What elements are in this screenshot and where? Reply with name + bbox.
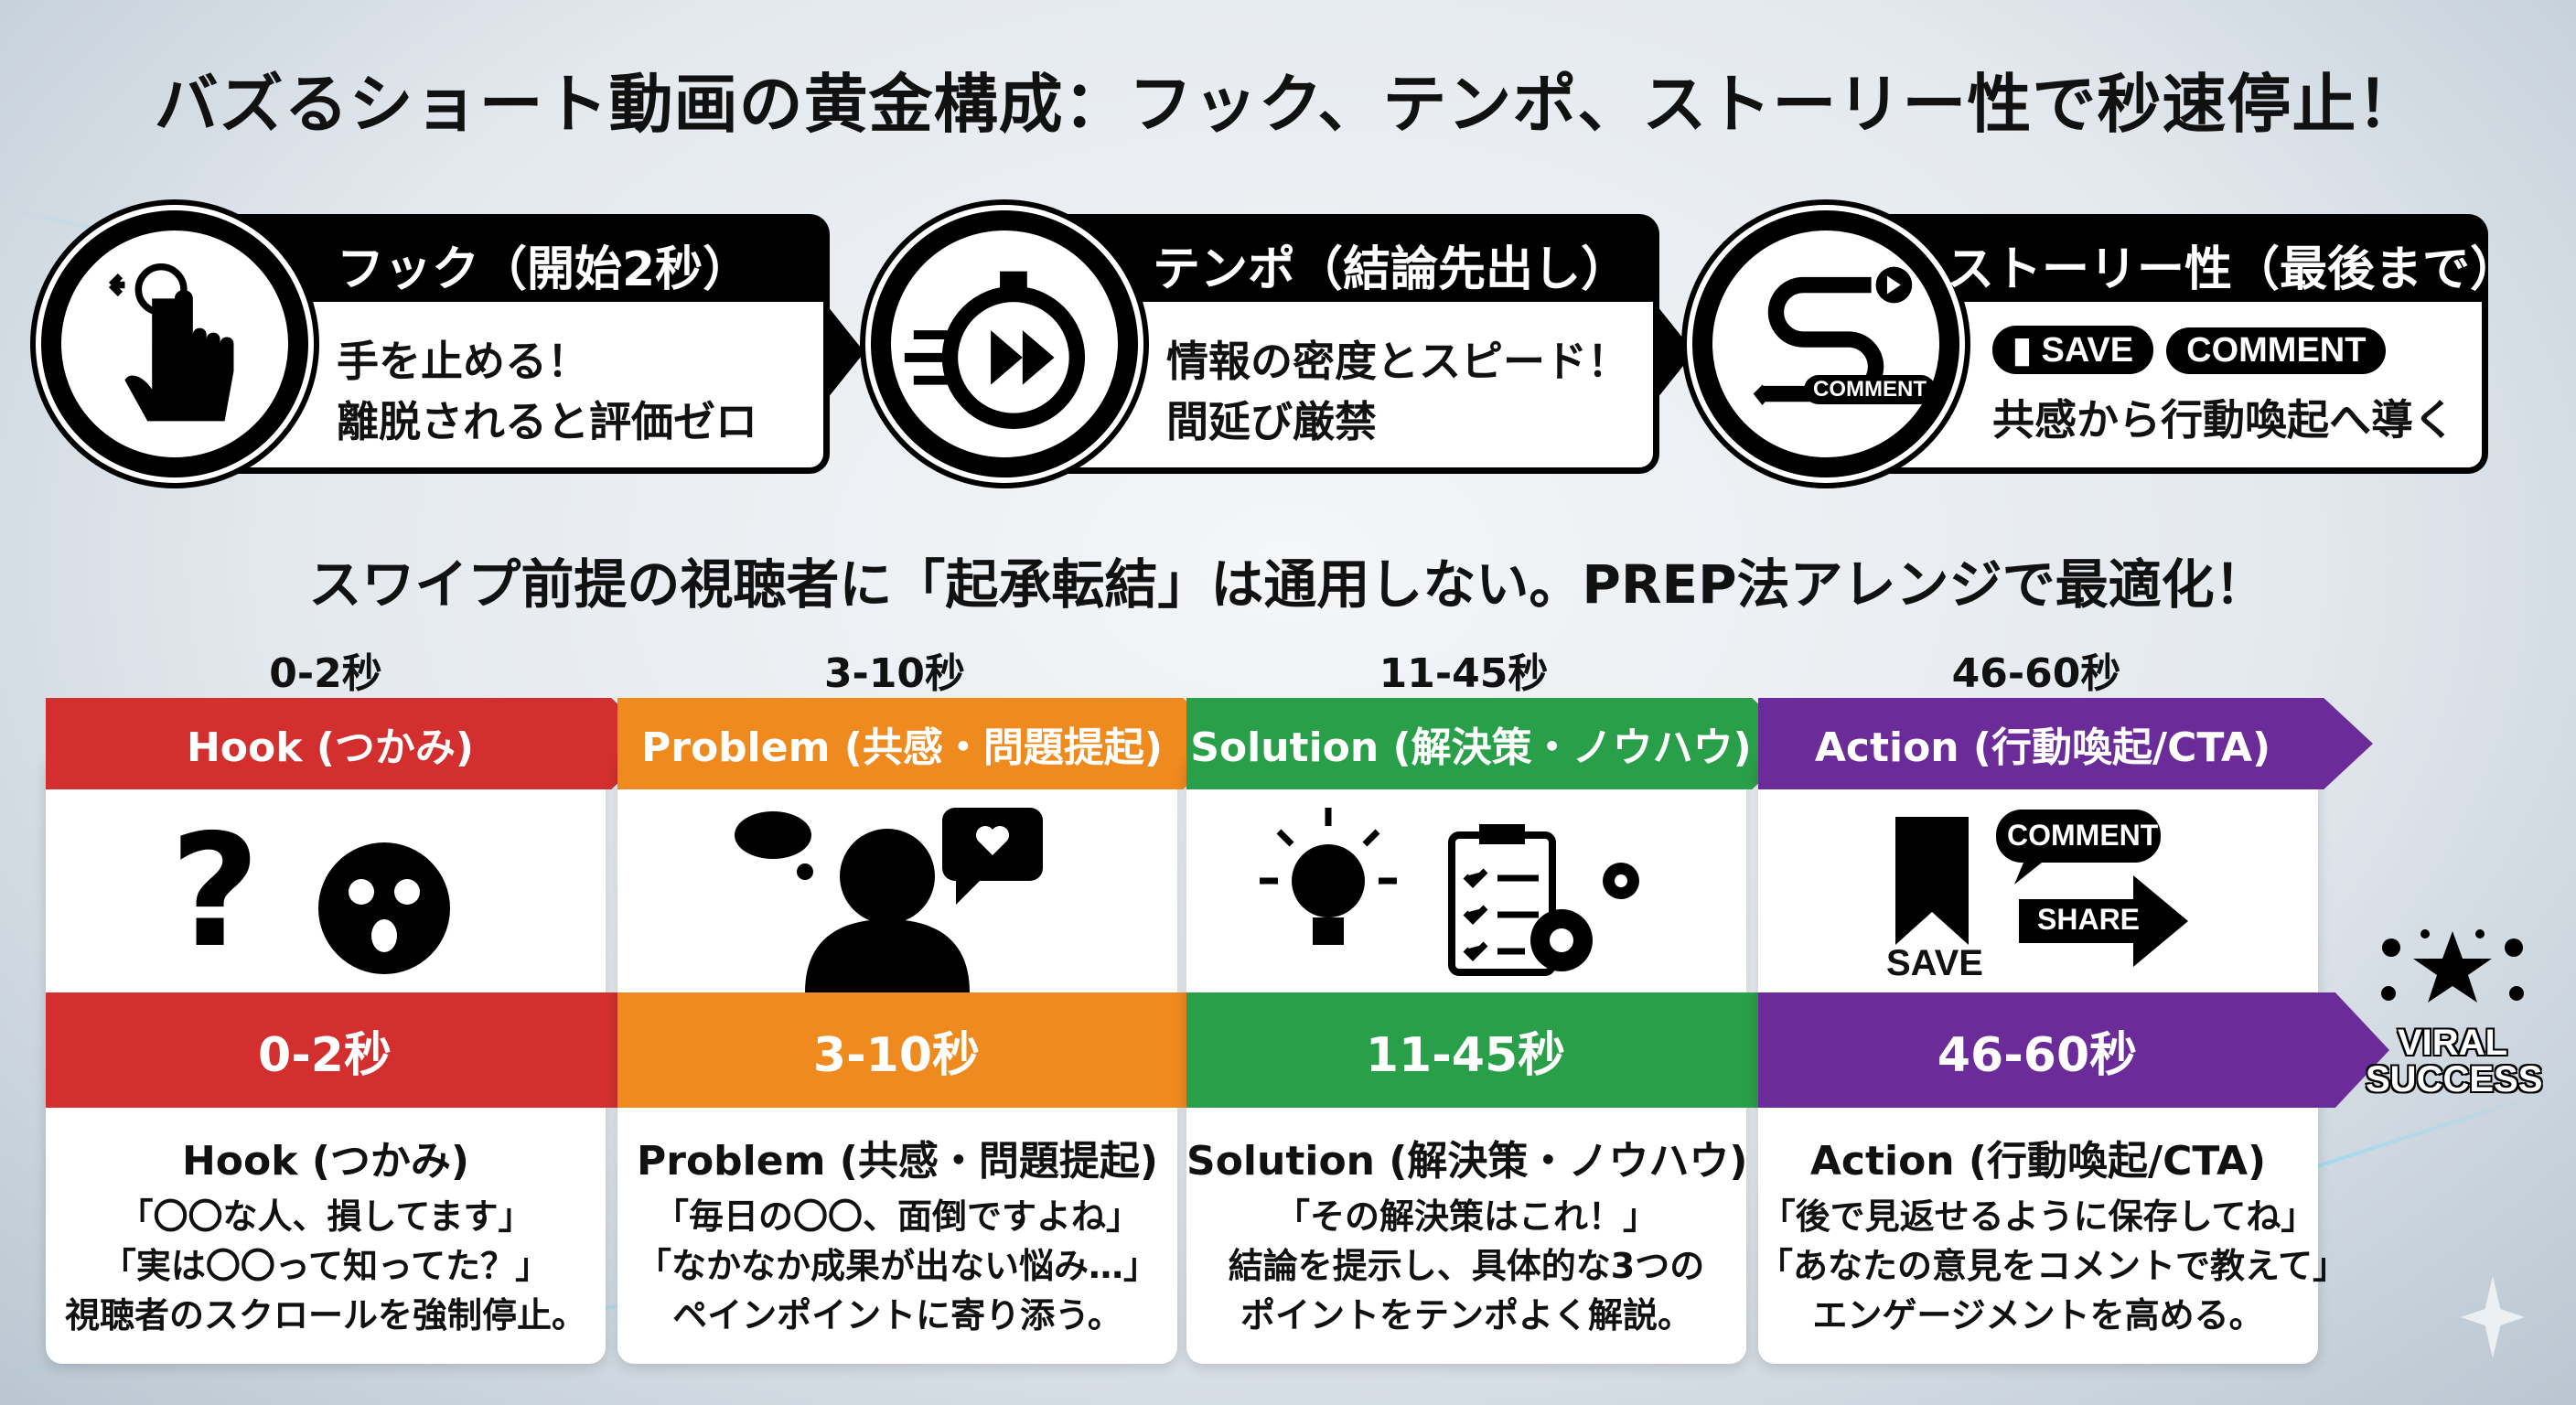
viral-success-text: VIRAL SUCCESS [2365, 1023, 2544, 1099]
step-header: Solution (解決策・ノウハウ) [1186, 698, 1801, 789]
badge-line: VIRAL [2397, 1023, 2509, 1063]
card-line: 離脱されると評価ゼロ [337, 397, 757, 446]
desc-line: 「その解決策はこれ！」 [1274, 1196, 1658, 1237]
card-line: 共感から行動喚起へ導く [1992, 395, 2455, 445]
card-line: 手を止める！ [337, 337, 589, 386]
time-label: 11-45秒 [1379, 650, 1549, 697]
card-line: 間延び厳禁 [1166, 397, 1377, 446]
viral-success-badge: VIRAL SUCCESS [2365, 920, 2544, 1103]
question-surprised-face-icon: ? [46, 789, 606, 992]
stopwatch-fast-forward-icon [871, 210, 1138, 477]
step-time-arrow: 0-2秒 [46, 992, 677, 1108]
step-header: Hook (つかみ) [46, 698, 660, 789]
card-heading: テンポ（結論先出し） [1153, 242, 1629, 297]
desc-line: 「〇〇な人、損してます」 [118, 1196, 533, 1237]
story-path-icon: COMMENT [1692, 210, 1959, 477]
step-name: Hook (つかみ) [181, 1138, 470, 1185]
step-time-arrow: 46-60秒 [1758, 992, 2389, 1108]
save-label: SAVE [2041, 331, 2134, 370]
desc-line: ペインポイントに寄り添う。 [672, 1295, 1122, 1335]
desc-line: 「後で見返せるように保存してね」 [1760, 1196, 2316, 1237]
card-line: 情報の密度とスピード！ [1166, 337, 1629, 386]
svg-text:?: ? [170, 801, 261, 982]
step-header: Action (行動喚起/CTA) [1758, 698, 2373, 789]
time-label: 0-2秒 [269, 650, 382, 697]
step-time-arrow: 3-10秒 [617, 992, 1249, 1108]
worried-person-heart-icon [617, 789, 1177, 992]
step-action: Action (行動喚起/CTA) SAVE COMMENT SHARE 46-… [1758, 698, 2389, 1364]
hook-card: フック（開始2秒） 手を止める！ 離脱されると評価ゼロ [41, 210, 864, 477]
share-label: SHARE [2037, 903, 2141, 936]
step-hook: Hook (つかみ) ? 0-2秒 Hook (つかみ) 「〇〇な人、損してます… [46, 698, 677, 1364]
comment-label: COMMENT [2007, 819, 2159, 852]
save-comment-share-icon: SAVE COMMENT SHARE [1758, 789, 2318, 992]
desc-line: 「なかなか成果が出ない悩み…」 [636, 1246, 1158, 1286]
desc-line: 「毎日の〇〇、面倒ですよね」 [653, 1196, 1141, 1237]
card-text: 情報の密度とスピード！ 間延び厳禁 [1166, 331, 1629, 452]
stars-icon [2381, 929, 2524, 1003]
arrow-tip [1654, 302, 1694, 402]
lightbulb-clipboard-gear-icon [1186, 789, 1746, 992]
card-heading: フック（開始2秒） [337, 242, 751, 297]
step-description: 「後で見返せるように保存してね」「あなたの意見をコメントで教えて」エンゲージメン… [1758, 1192, 2348, 1340]
desc-line: 結論を提示し、具体的な3つの [1228, 1246, 1705, 1286]
page-title: バズるショート動画の黄金構成：フック、テンポ、ストーリー性で秒速停止！ [154, 67, 2422, 142]
arrow-tip [824, 302, 864, 402]
step-description: 「〇〇な人、損してます」「実は〇〇って知ってた？」視聴者のスクロールを強制停止。 [46, 1192, 606, 1340]
step-description: 「毎日の〇〇、面倒ですよね」「なかなか成果が出ない悩み…」ペインポイントに寄り添… [617, 1192, 1177, 1340]
save-pill: ▮ SAVE [1992, 326, 2154, 374]
step-solution: Solution (解決策・ノウハウ) 11-45秒 Solution (解決策… [1186, 698, 1818, 1364]
subtitle: スワイプ前提の視聴者に「起承転結」は通用しない。PREP法アレンジで最適化！ [308, 553, 2268, 616]
save-label: SAVE [1886, 943, 1983, 983]
desc-line: 「実は〇〇って知ってた？」 [101, 1246, 551, 1286]
comment-badge: COMMENT [1804, 375, 1936, 404]
step-name: Solution (解決策・ノウハウ) [1186, 1138, 1748, 1185]
time-label: 46-60秒 [1951, 650, 2121, 697]
card-text: 手を止める！ 離脱されると評価ゼロ [337, 331, 757, 452]
desc-line: エンゲージメントを高める。 [1812, 1295, 2264, 1335]
tempo-card: テンポ（結論先出し） 情報の密度とスピード！ 間延び厳禁 [871, 210, 1694, 477]
pill-row: ▮ SAVE COMMENT [1992, 326, 2399, 374]
sparkle-icon [2461, 1276, 2525, 1358]
story-card: COMMENT ストーリー性（最後まで） ▮ SAVE COMMENT 共感から行… [1692, 210, 2517, 477]
card-text: 共感から行動喚起へ導く [1992, 390, 2455, 450]
step-time-arrow: 11-45秒 [1186, 992, 1818, 1108]
desc-line: 「あなたの意見をコメントで教えて」 [1758, 1246, 2348, 1286]
step-name: Action (行動喚起/CTA) [1809, 1138, 2267, 1185]
tap-hand-icon [41, 210, 308, 477]
step-description: 「その解決策はこれ！」結論を提示し、具体的な3つのポイントをテンポよく解説。 [1186, 1192, 1746, 1340]
step-header: Problem (共感・問題提起) [617, 698, 1232, 789]
badge-line: SUCCESS [2365, 1059, 2544, 1099]
step-problem: Problem (共感・問題提起) 3-10秒 Problem (共感・問題提起… [617, 698, 1249, 1364]
comment-pill: COMMENT [2166, 327, 2387, 374]
step-name: Problem (共感・問題提起) [637, 1138, 1158, 1185]
time-label: 3-10秒 [823, 650, 966, 697]
desc-line: 視聴者のスクロールを強制停止。 [64, 1295, 586, 1335]
desc-line: ポイントをテンポよく解説。 [1240, 1295, 1692, 1335]
card-heading: ストーリー性（最後まで） [1947, 242, 2518, 297]
